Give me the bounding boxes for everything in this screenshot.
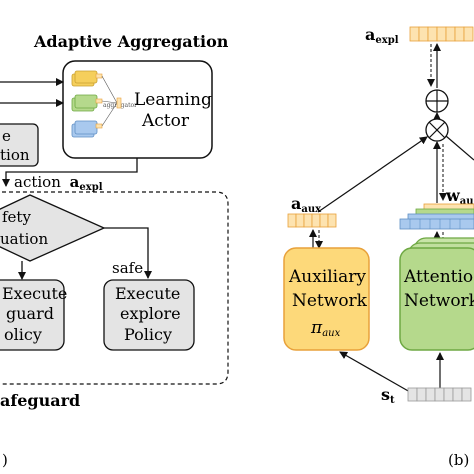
execute-explore-label-2: explore [120, 304, 181, 323]
execute-explore-box [103, 279, 195, 351]
safety-eval-label-1: fety [2, 208, 31, 226]
execute-explore-label-3: Policy [124, 325, 172, 344]
learning-actor-label-1: Learning [134, 90, 212, 110]
adaptive-aggregation-title: Adaptive Aggregation [33, 32, 229, 51]
attention-network-label-1: Attentio [403, 267, 473, 287]
safe-label: safe [112, 259, 143, 277]
a-expl-label: aexpl [365, 25, 399, 46]
auxiliary-network-label-2: Network [292, 291, 368, 311]
learning-actor-label-2: Actor [141, 111, 190, 131]
multiply-right-line [445, 135, 474, 161]
safe-arrow [104, 227, 152, 279]
auxiliary-network-label-1: Auxiliary [288, 267, 366, 287]
sum-operator-icon [425, 89, 449, 113]
left-partial-box [0, 123, 39, 167]
multiply-operator-icon [425, 118, 449, 142]
action-label: action aexpl [14, 173, 103, 193]
state-vector [407, 387, 472, 402]
panel-a-caption: ) [2, 451, 8, 469]
a-expl-vector [409, 26, 474, 42]
execute-explore-label-1: Execute [115, 284, 180, 303]
a-aux-label: aaux [291, 194, 322, 215]
safeguard-label: afeguard [0, 391, 80, 410]
auxiliary-policy-symbol: πaux [310, 318, 341, 339]
w-aux-label: wau [445, 186, 474, 207]
state-to-aux-arrow [339, 351, 411, 393]
action-arrow [2, 158, 138, 187]
execute-safeguard-label-2: guard [6, 304, 54, 323]
aaux-to-multiply-arrow [317, 136, 428, 213]
left-box-label-2: tion [0, 146, 30, 164]
safety-eval-label-2: uation [0, 230, 48, 248]
panel-b: aexpl [283, 25, 474, 469]
panel-b-caption: (b) [448, 451, 469, 469]
mini-network-icon: aggregator [71, 70, 137, 138]
panel-a: Adaptive Aggregation aggregator Learning… [0, 32, 229, 469]
w-aux-stacked-vectors [399, 203, 474, 230]
a-aux-vector [287, 213, 337, 228]
execute-safeguard-label-3: olicy [4, 325, 42, 344]
state-label: st [381, 385, 395, 406]
attention-network-label-2: Network [404, 291, 474, 311]
auxiliary-network-box [283, 247, 370, 351]
execute-safeguard-box [0, 279, 65, 351]
execute-safeguard-label-1: Execute [2, 284, 67, 303]
safeguard-region [0, 191, 229, 385]
attention-network-box [399, 247, 474, 351]
left-box-label-1: e [2, 127, 11, 145]
safety-evaluation-diamond [0, 194, 106, 262]
